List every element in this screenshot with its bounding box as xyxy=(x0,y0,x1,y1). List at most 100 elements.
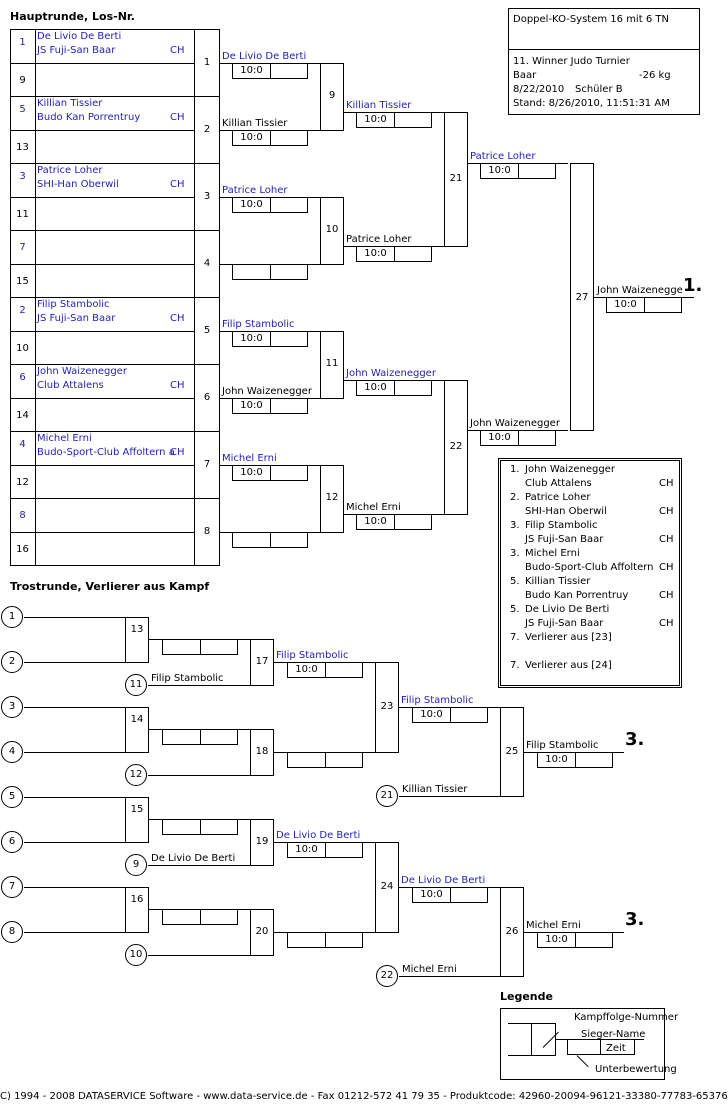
legend-score-box xyxy=(567,1039,635,1055)
score-value: 10:0 xyxy=(420,889,443,900)
participant-name: Patrice Loher xyxy=(37,165,103,176)
place-label: 1. xyxy=(683,275,703,296)
draw-row: 15 xyxy=(10,264,194,298)
time-value xyxy=(269,63,307,78)
rank-nation: CH xyxy=(659,506,674,517)
time-value xyxy=(393,113,431,128)
draw-row: 10 xyxy=(10,331,194,365)
fight-winner: Filip Stambolic xyxy=(526,740,599,751)
lot-number: 16 xyxy=(16,543,29,555)
score-box: 10:0 xyxy=(232,196,308,213)
time-value xyxy=(199,820,237,834)
loser-source-circle: 4 xyxy=(1,741,23,763)
bracket-line xyxy=(10,263,195,265)
fight-number: 3 xyxy=(203,190,211,202)
fight-number: 13 xyxy=(130,624,144,635)
time-value xyxy=(449,888,487,902)
score-box: 10:0 xyxy=(356,112,432,129)
fight-winner: Filip Stambolic xyxy=(222,318,295,330)
loser-source-circle: 22 xyxy=(376,965,398,987)
fight-number: 2 xyxy=(203,123,211,135)
bracket-line xyxy=(24,707,126,708)
participant-name: Michel Erni xyxy=(37,433,92,444)
rank-club: JS Fuji-San Baar xyxy=(525,618,604,629)
rank-name: John Waizenegger xyxy=(525,464,615,475)
lot-number: 8 xyxy=(19,510,26,521)
final-winner: John Waizenegge xyxy=(597,285,683,296)
time-value xyxy=(199,910,237,924)
fight-number: 15 xyxy=(130,804,144,815)
age-category: Schüler B xyxy=(575,84,623,95)
lot-number: 3 xyxy=(19,171,26,182)
draw-row: 13 xyxy=(10,130,194,164)
rank-number: 1. xyxy=(510,464,520,475)
lot-number: 15 xyxy=(16,275,29,287)
score-box xyxy=(162,909,238,925)
fight-box xyxy=(375,842,399,933)
score-value xyxy=(163,640,200,654)
score-value: 10:0 xyxy=(295,844,318,855)
participant-nation: CH xyxy=(170,112,185,123)
score-box xyxy=(232,531,308,548)
legend-title: Legende xyxy=(500,990,553,1003)
score-box: 10:0 xyxy=(232,397,308,414)
time-value xyxy=(269,532,307,547)
participant-name: John Waizenegger xyxy=(37,366,127,377)
fight-number: 16 xyxy=(130,894,144,905)
rank-name: Michel Erni xyxy=(525,548,580,559)
score-box: 10:0 xyxy=(232,129,308,146)
location: Baar xyxy=(513,70,537,81)
legend-sub-score: Unterbewertung xyxy=(595,1064,677,1075)
bracket-line xyxy=(10,397,195,399)
lot-number: 2 xyxy=(19,305,26,316)
rank-number: 2. xyxy=(510,492,520,503)
draw-row: 16 xyxy=(10,532,194,566)
fight-number: 5 xyxy=(203,324,211,336)
score-value: 10:0 xyxy=(488,432,511,443)
rank-name: De Livio De Berti xyxy=(525,604,610,615)
fight-winner: Filip Stambolic xyxy=(401,695,474,706)
lot-number: 10 xyxy=(16,342,29,354)
info-box: Doppel-KO-System 16 mit 6 TN 11. Winner … xyxy=(508,8,700,115)
rank-name: Verlierer aus [24] xyxy=(525,660,612,671)
fight-number: 18 xyxy=(255,746,269,757)
fight-number: 9 xyxy=(328,90,336,102)
bracket-line xyxy=(10,230,220,231)
bracket-line xyxy=(148,775,250,776)
lot-number: 14 xyxy=(16,409,29,421)
loser-source-circle: 8 xyxy=(1,921,23,943)
participant-nation: CH xyxy=(170,447,185,458)
bracket-line xyxy=(10,464,195,466)
bracket-line xyxy=(10,330,195,332)
score-box: 10:0 xyxy=(412,887,488,903)
draw-row: 7 xyxy=(10,230,194,264)
loser-name: Michel Erni xyxy=(402,964,457,975)
fight-winner: Michel Erni xyxy=(526,920,581,931)
participant-nation: CH xyxy=(170,380,185,391)
participant-club: Budo Kan Porrentruy xyxy=(37,112,141,123)
fight-box xyxy=(320,464,344,533)
ranking-item: 7.Verlierer aus [24] xyxy=(501,660,679,688)
fight-box xyxy=(320,330,344,399)
score-box xyxy=(232,263,308,280)
lot-number: 12 xyxy=(16,476,29,488)
participant-nation: CH xyxy=(170,313,185,324)
score-value: 10:0 xyxy=(364,516,387,528)
score-box: 10:0 xyxy=(356,514,432,531)
bracket-line xyxy=(10,531,195,533)
score-value xyxy=(233,265,270,279)
score-value: 10:0 xyxy=(240,466,263,478)
place-label: 3. xyxy=(625,729,645,750)
score-value: 10:0 xyxy=(240,399,263,411)
fight-winner: Michel Erni xyxy=(346,502,401,514)
rank-nation: CH xyxy=(659,562,674,573)
time-value xyxy=(324,933,362,947)
draw-row: 9 xyxy=(10,63,194,97)
loser-source-circle: 7 xyxy=(1,876,23,898)
time-value xyxy=(269,197,307,212)
rank-name: Verlierer aus [23] xyxy=(525,632,612,643)
main-round-title: Hauptrunde, Los-Nr. xyxy=(10,10,135,23)
